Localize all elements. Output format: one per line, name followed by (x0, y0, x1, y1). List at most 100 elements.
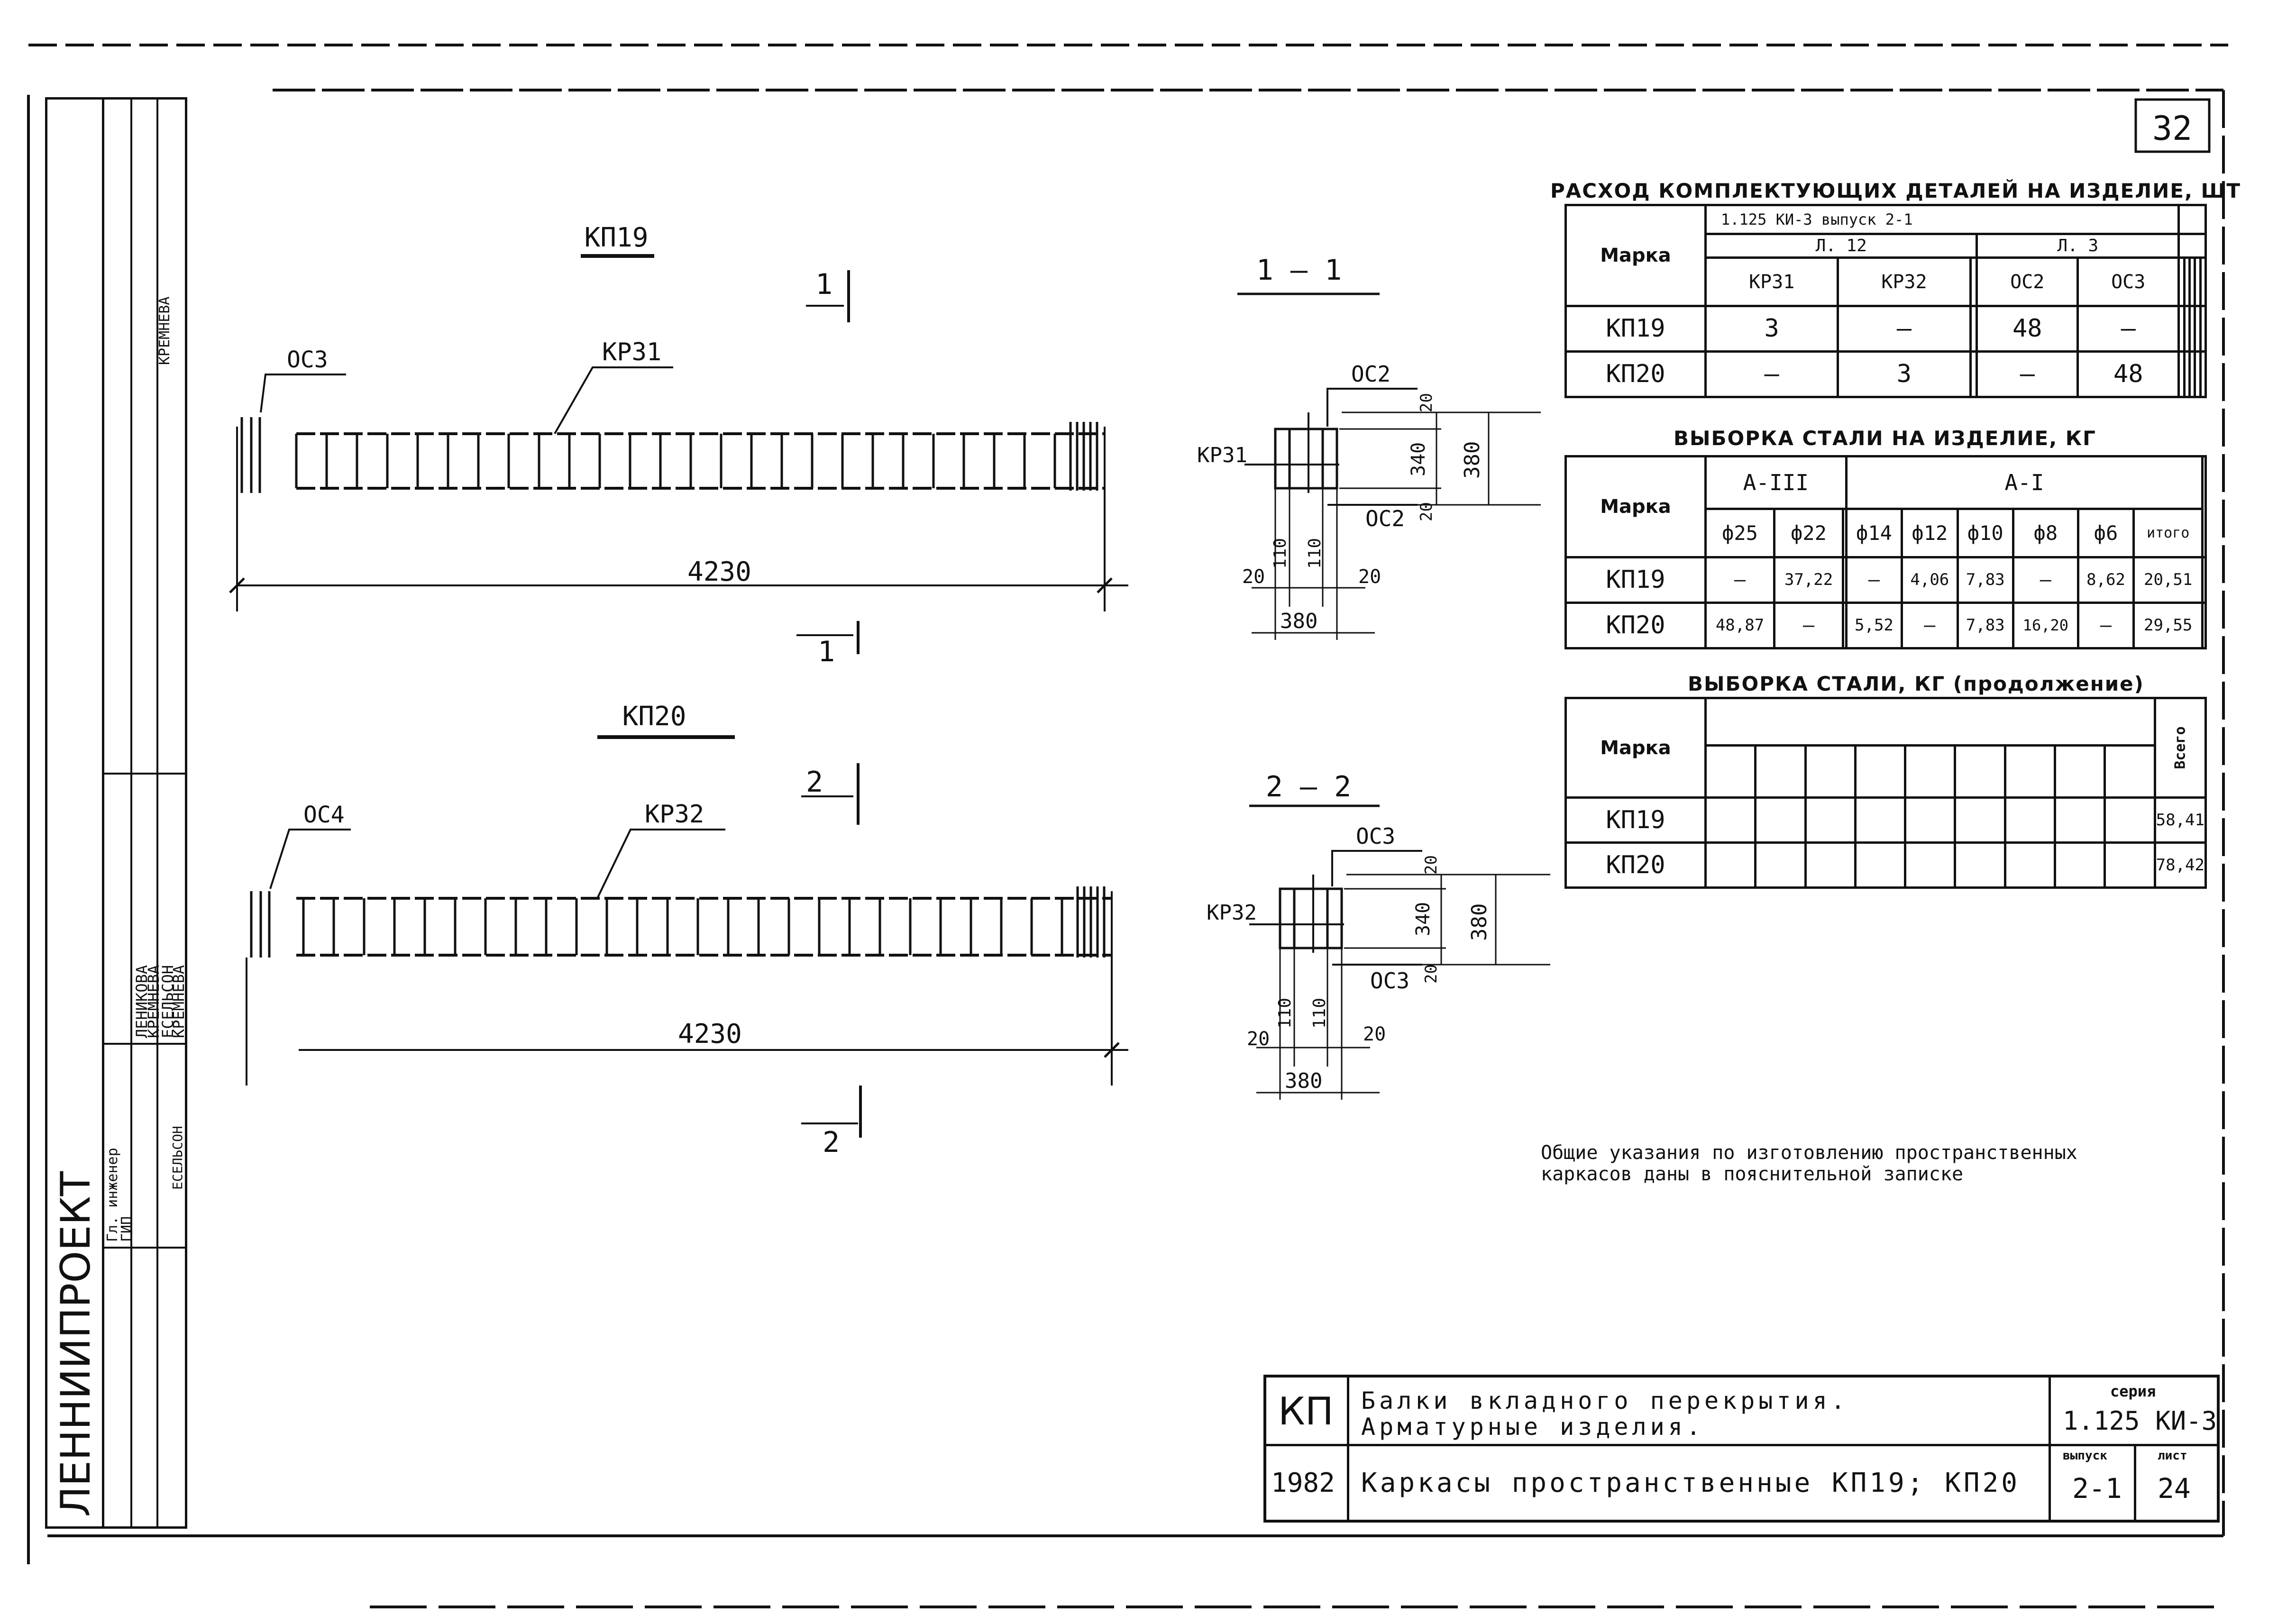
table3-row-0-total: 58,41 (2153, 796, 2207, 844)
kp19-section-mark-top: 1 (815, 268, 832, 301)
table2-row-0-cell-7: 8,62 (2076, 556, 2135, 604)
table2-group1: А-III (1704, 455, 1848, 511)
section-2-top-tag: ОС3 (1356, 823, 1395, 849)
table1-row-1-mark: КП20 (1564, 350, 1707, 399)
table2-row-0-cell-2 (1842, 556, 1848, 604)
table3-total-header: Всего (2172, 726, 2189, 769)
table2-row-1-cell-1: — (1773, 601, 1845, 650)
section-1-mid-tag: ОС2 (1365, 506, 1405, 531)
section-1-dim-bottom: 380 (1280, 609, 1317, 633)
table3-caption: ВЫБОРКА СТАЛИ, КГ (продолжение) (1688, 672, 2144, 695)
title-block-code: КП (1278, 1389, 1334, 1433)
table1-col-2 (1969, 256, 1978, 307)
table1-row-0-cell-4: — (2076, 304, 2180, 353)
table2-row-1-cell-5: 7,83 (1956, 601, 2014, 650)
section-1-frame-tag: КР31 (1197, 443, 1247, 467)
kp19-elevation: КП19 ОС3 КР31 4230 1 1 (229, 222, 1128, 668)
section-1-dim-inner: 340 (1408, 442, 1429, 476)
side-stamp-top-label: КРЕМНЕВА (156, 296, 173, 365)
table3-row-1-mark: КП20 (1564, 841, 1707, 889)
table-steel: Марка А-III А-I ф25 ф22 ф14 ф12 ф10 ф8 ф… (1564, 455, 2207, 650)
general-note-line-1: Общие указания по изготовлению пространс… (1541, 1142, 2077, 1164)
section-2-dim-top: 20 (1422, 855, 1441, 875)
section-2-2: 2 — 2 КР32 ОС3 ОС3 340 380 20 20 110 110… (1207, 770, 1550, 1100)
kp20-left-tag: ОС4 (303, 802, 345, 828)
title-block-year: 1982 (1271, 1468, 1335, 1498)
section-2-dim-inner: 340 (1412, 902, 1434, 936)
section-1-dim-mid: 20 (1417, 502, 1436, 521)
section-2-dim-right: 20 (1363, 1023, 1386, 1045)
table2-row-0-cell-0: — (1704, 556, 1776, 604)
table2-col-6: ф8 (2012, 508, 2079, 558)
table2-row-1-cell-0: 48,87 (1704, 601, 1776, 650)
title-block-sheet-value: 24 (2158, 1472, 2191, 1505)
kp20-length: 4230 (678, 1019, 742, 1049)
table2-col-7: ф6 (2076, 508, 2135, 558)
title-block-series-value: 1.125 КИ-3 (2063, 1406, 2217, 1436)
table2-row-1-cell-2 (1842, 601, 1848, 650)
table1-group2: Л. 3 (1976, 232, 2180, 259)
table2-row-0-mark: КП19 (1564, 556, 1707, 604)
table2-row-0-cell-1: 37,22 (1773, 556, 1845, 604)
table1-row-1-cell-4: 48 (2076, 350, 2180, 399)
table2-row-0-cell-6: — (2012, 556, 2079, 604)
table1-row-1-cell-3: — (1976, 350, 2079, 399)
section-1-dim-top: 20 (1417, 393, 1436, 412)
table-steel-continued: Марка Всего КП19 58,41 КП20 78,42 (1564, 697, 2207, 889)
table1-row-1-cell-2 (1969, 350, 1978, 399)
kp20-title: КП20 (622, 701, 686, 732)
kp20-stirrups (302, 886, 1106, 958)
kp19-stirrups (295, 422, 1098, 491)
side-stamp-name-4: ЕСЕЛЬСОН (170, 1126, 185, 1190)
table1-row-1-cell-1: 3 (1837, 350, 1972, 399)
title-block-issue-label: выпуск (2063, 1449, 2107, 1463)
table2-row-0-cell-8: 20,51 (2132, 556, 2204, 604)
table2-row-1-mark: КП20 (1564, 601, 1707, 650)
title-block-line-3: Каркасы пространственные КП19; КП20 (1361, 1468, 2021, 1498)
table1-row-0-cell-3: 48 (1976, 304, 2079, 353)
section-1-dim-right: 20 (1358, 566, 1381, 588)
table1-row-0-cell-2 (1969, 304, 1978, 353)
table2-col-5: ф10 (1956, 508, 2014, 558)
table1-caption: РАСХОД КОМПЛЕКТУЮЩИХ ДЕТАЛЕЙ НА ИЗДЕЛИЕ,… (1550, 179, 2241, 202)
side-stamp-org: ЛЕННИИПРОЕКТ (52, 1171, 100, 1517)
table1-row-0-mark: КП19 (1564, 304, 1707, 353)
table1-mark-header: Марка (1564, 204, 1707, 307)
kp19-title: КП19 (585, 222, 649, 253)
table1-col-3: ОС2 (1976, 256, 2079, 307)
table2-row-0-cell-3: — (1845, 556, 1903, 604)
side-stamp: ЛЕННИИПРОЕКТ КРЕМНЕВА Гл. инженер ГИП ЛЕ… (45, 97, 188, 1529)
title-block: КП 1982 Балки вкладного перекрытия. Арма… (1263, 1375, 2220, 1523)
title-block-series-label: серия (2110, 1382, 2156, 1400)
table2-row-1-cell-8: 29,55 (2132, 601, 2204, 650)
kp19-frame-tag: КР31 (602, 338, 661, 366)
title-block-issue-value: 2-1 (2072, 1472, 2122, 1505)
table2-col-4: ф12 (1901, 508, 1959, 558)
table2-col-0: ф25 (1704, 508, 1776, 558)
table-components: Марка 1.125 КИ-3 выпуск 2-1 Л. 12 Л. 3 К… (1564, 204, 2207, 399)
table1-row-0-cell-1: — (1837, 304, 1972, 353)
table2-row-0-cell-4: 4,06 (1901, 556, 1959, 604)
section-1-dim-left: 20 (1242, 566, 1265, 588)
kp19-length: 4230 (687, 557, 751, 587)
kp20-section-mark-bottom: 2 (823, 1126, 840, 1159)
table2-row-0-cell-5: 7,83 (1956, 556, 2014, 604)
general-note-line-2: каркасов даны в пояснительной записке (1541, 1163, 1964, 1185)
section-1-v1: 110 (1271, 538, 1290, 569)
table1-col-0: КР31 (1704, 256, 1839, 307)
section-1-dim-outer: 380 (1460, 441, 1484, 479)
section-2-title: 2 — 2 (1266, 770, 1352, 803)
side-stamp-name-3: КРЕМНЕВА (170, 965, 188, 1038)
title-block-sheet-label: лист (2158, 1449, 2187, 1463)
table2-mark-header: Марка (1564, 455, 1707, 558)
table3-row-0-mark: КП19 (1564, 796, 1707, 844)
sheet-number-box: 32 (2134, 98, 2211, 153)
table2-col-3: ф14 (1845, 508, 1903, 558)
kp19-section-mark-bottom: 1 (818, 635, 835, 668)
table1-series-header: 1.125 КИ-3 выпуск 2-1 (1704, 204, 2180, 235)
table2-row-1-cell-7: — (2076, 601, 2135, 650)
table2-row-1-cell-6: 16,20 (2012, 601, 2079, 650)
sheet-number: 32 (2152, 109, 2192, 148)
table3-mark-header: Марка (1564, 697, 1707, 799)
